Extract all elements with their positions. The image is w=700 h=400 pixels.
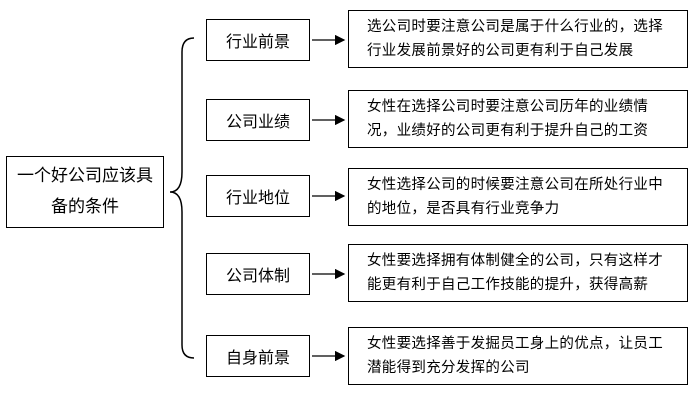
description-text: 女性要选择善于发掘员工身上的优点，让员工潜能得到充分发挥的公司 bbox=[367, 336, 663, 376]
grouping-brace bbox=[169, 37, 195, 359]
description-box-industry-position: 女性选择公司的时候要注意公司在所处行业中的地位，是否具有行业竞争力 bbox=[348, 168, 688, 226]
description-box-self-prospect: 女性要选择善于发掘员工身上的优点，让员工潜能得到充分发挥的公司 bbox=[348, 327, 688, 385]
root-node: 一个好公司应该具备的条件 bbox=[6, 156, 164, 228]
category-label: 公司体制 bbox=[225, 266, 290, 285]
category-box-company-performance: 公司业绩 bbox=[206, 99, 310, 141]
description-text: 女性要选择拥有体制健全的公司，只有这样才能更有利于自己工作技能的提升，获得高薪 bbox=[367, 253, 663, 293]
description-text: 选公司时要注意公司是属于什么行业的，选择行业发展前景好的公司更有利于自己发展 bbox=[367, 19, 663, 59]
description-box-industry-prospect: 选公司时要注意公司是属于什么行业的，选择行业发展前景好的公司更有利于自己发展 bbox=[348, 10, 688, 68]
category-label: 行业地位 bbox=[225, 188, 290, 207]
category-box-company-system: 公司体制 bbox=[206, 253, 310, 295]
category-label: 行业前景 bbox=[225, 32, 290, 51]
description-box-company-system: 女性要选择拥有体制健全的公司，只有这样才能更有利于自己工作技能的提升，获得高薪 bbox=[348, 244, 688, 302]
description-text: 女性选择公司的时候要注意公司在所处行业中的地位，是否具有行业竞争力 bbox=[367, 177, 663, 217]
category-box-industry-prospect: 行业前景 bbox=[206, 19, 310, 61]
category-label: 自身前景 bbox=[225, 348, 290, 367]
root-label: 一个好公司应该具备的条件 bbox=[17, 166, 153, 217]
category-label: 公司业绩 bbox=[225, 112, 290, 131]
category-box-self-prospect: 自身前景 bbox=[206, 335, 310, 377]
description-box-company-performance: 女性在选择公司时要注意公司历年的业绩情况，业绩好的公司更有利于提升自己的工资 bbox=[348, 90, 688, 148]
category-box-industry-position: 行业地位 bbox=[206, 175, 310, 217]
description-text: 女性在选择公司时要注意公司历年的业绩情况，业绩好的公司更有利于提升自己的工资 bbox=[367, 99, 649, 139]
